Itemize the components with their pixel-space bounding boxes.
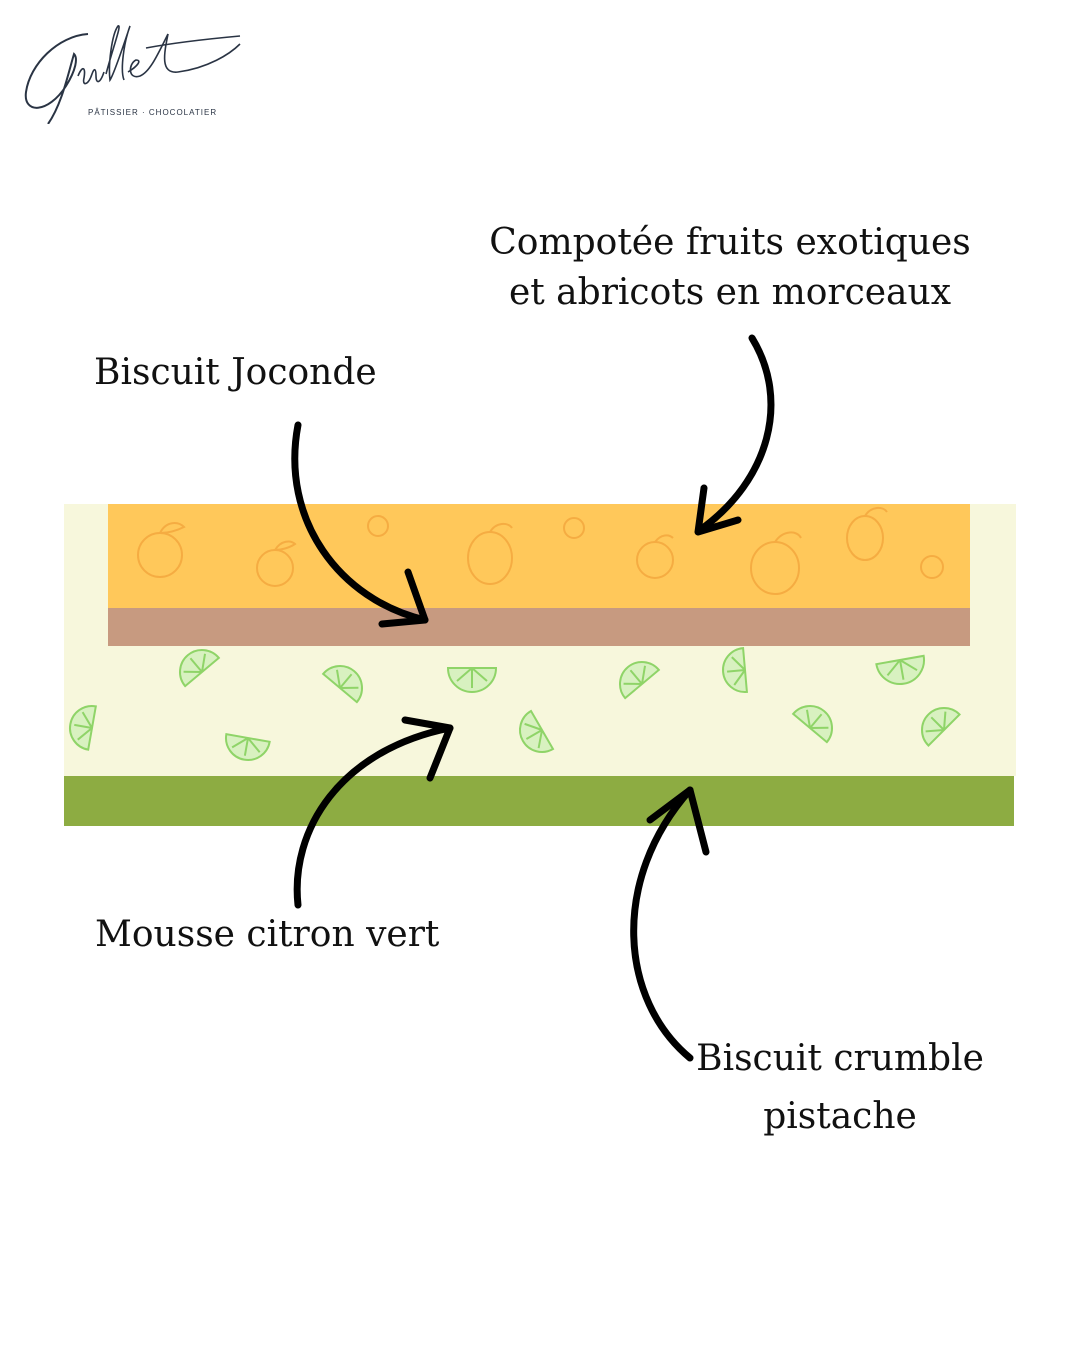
apricot-icon bbox=[750, 531, 802, 595]
label-mousse: Mousse citron vert bbox=[95, 914, 440, 955]
lime-slice-icon bbox=[225, 733, 271, 761]
label-joconde: Biscuit Joconde bbox=[94, 352, 377, 393]
crumble-layer bbox=[64, 776, 1014, 826]
apricot-icons bbox=[137, 506, 944, 595]
apricot-icon bbox=[137, 522, 186, 578]
lime-slice-icon bbox=[619, 661, 661, 700]
apricot-icon bbox=[467, 522, 513, 585]
apricot-icon bbox=[256, 540, 297, 587]
joconde-layer bbox=[108, 608, 970, 646]
apricot-icon bbox=[563, 517, 585, 539]
label-compotee-line2: et abricots en morceaux bbox=[508, 272, 952, 313]
apricot-icon bbox=[367, 515, 389, 537]
arrow-compotee bbox=[694, 334, 775, 536]
lime-slice-icon bbox=[519, 709, 555, 753]
label-crumble-line2: pistache bbox=[763, 1096, 917, 1137]
lime-slice-icon bbox=[321, 665, 363, 704]
brand-tagline: PÂTISSIER · CHOCOLATIER bbox=[88, 108, 218, 117]
apricot-icon bbox=[636, 534, 674, 579]
label-crumble-line1: Biscuit crumble bbox=[696, 1038, 984, 1079]
signature-logo bbox=[24, 25, 241, 124]
lime-slice-icon bbox=[446, 667, 498, 693]
arrow-mousse bbox=[293, 716, 454, 909]
arrow-crumble bbox=[630, 786, 710, 1062]
lime-icons bbox=[69, 646, 961, 761]
label-compotee-line1: Compotée fruits exotiques bbox=[489, 222, 971, 263]
arrows bbox=[291, 334, 775, 1062]
label-crumble: Biscuit crumble pistache bbox=[690, 1030, 990, 1146]
arrow-joconde bbox=[291, 421, 429, 628]
apricot-icon bbox=[920, 555, 944, 579]
lime-slice-icon bbox=[875, 654, 925, 685]
lime-slice-icon bbox=[722, 646, 749, 693]
apricot-icon bbox=[846, 506, 888, 561]
compotee-layer bbox=[108, 504, 970, 608]
label-compotee: Compotée fruits exotiques et abricots en… bbox=[470, 218, 990, 318]
lime-slice-icon bbox=[179, 649, 221, 688]
lime-slice-icon bbox=[921, 707, 961, 747]
lime-slice-icon bbox=[69, 705, 97, 751]
lime-slice-icon bbox=[791, 705, 833, 744]
